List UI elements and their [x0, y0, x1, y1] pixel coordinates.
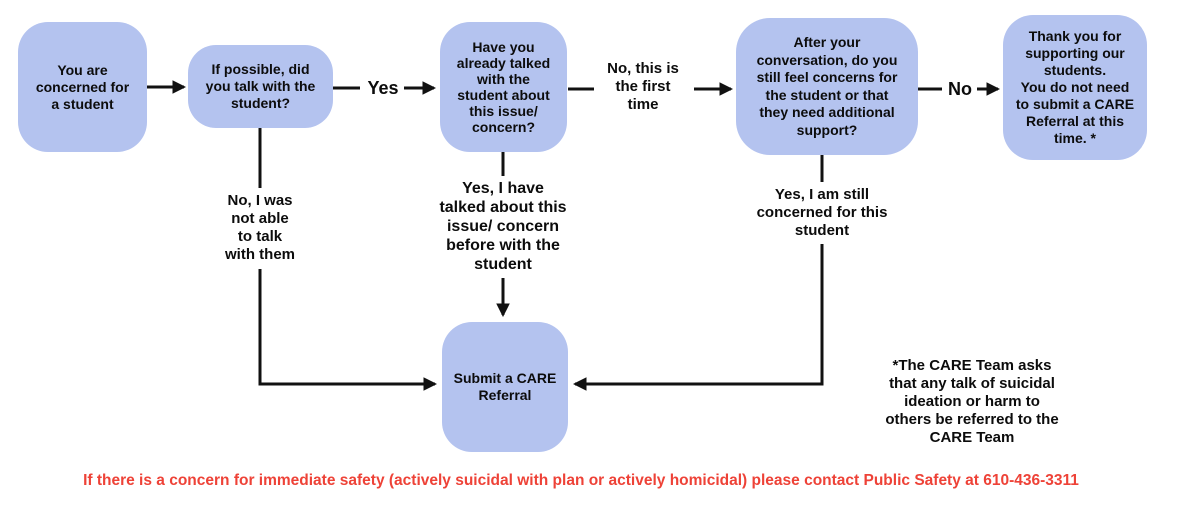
edge-label-no-not-able: No, I was not able to talk with them — [225, 192, 295, 263]
node-already-talked: Have you already talked with the student… — [440, 22, 567, 152]
edge-label-yes-still-concerned: Yes, I am still concerned for this stude… — [756, 186, 888, 239]
care-team-footnote: *The CARE Team asks that any talk of sui… — [885, 357, 1059, 446]
node-still-feel-concerns: After your conversation, do you still fe… — [736, 18, 918, 155]
node-did-you-talk: If possible, did you talk with the stude… — [188, 45, 333, 128]
node-submit-care-referral: Submit a CARE Referral — [442, 322, 568, 452]
node-concerned-for-student: You are concerned for a student — [18, 22, 147, 152]
edge-label-yes-talked-before: Yes, I have talked about this issue/ con… — [439, 180, 567, 273]
edge-label-yes: Yes — [367, 78, 399, 98]
public-safety-notice: If there is a concern for immediate safe… — [83, 472, 1079, 489]
node-thank-you: Thank you for supporting our students. Y… — [1003, 15, 1147, 160]
edge-label-no-first-time: No, this is the first time — [607, 60, 679, 113]
edge-label-no: No — [948, 79, 972, 99]
